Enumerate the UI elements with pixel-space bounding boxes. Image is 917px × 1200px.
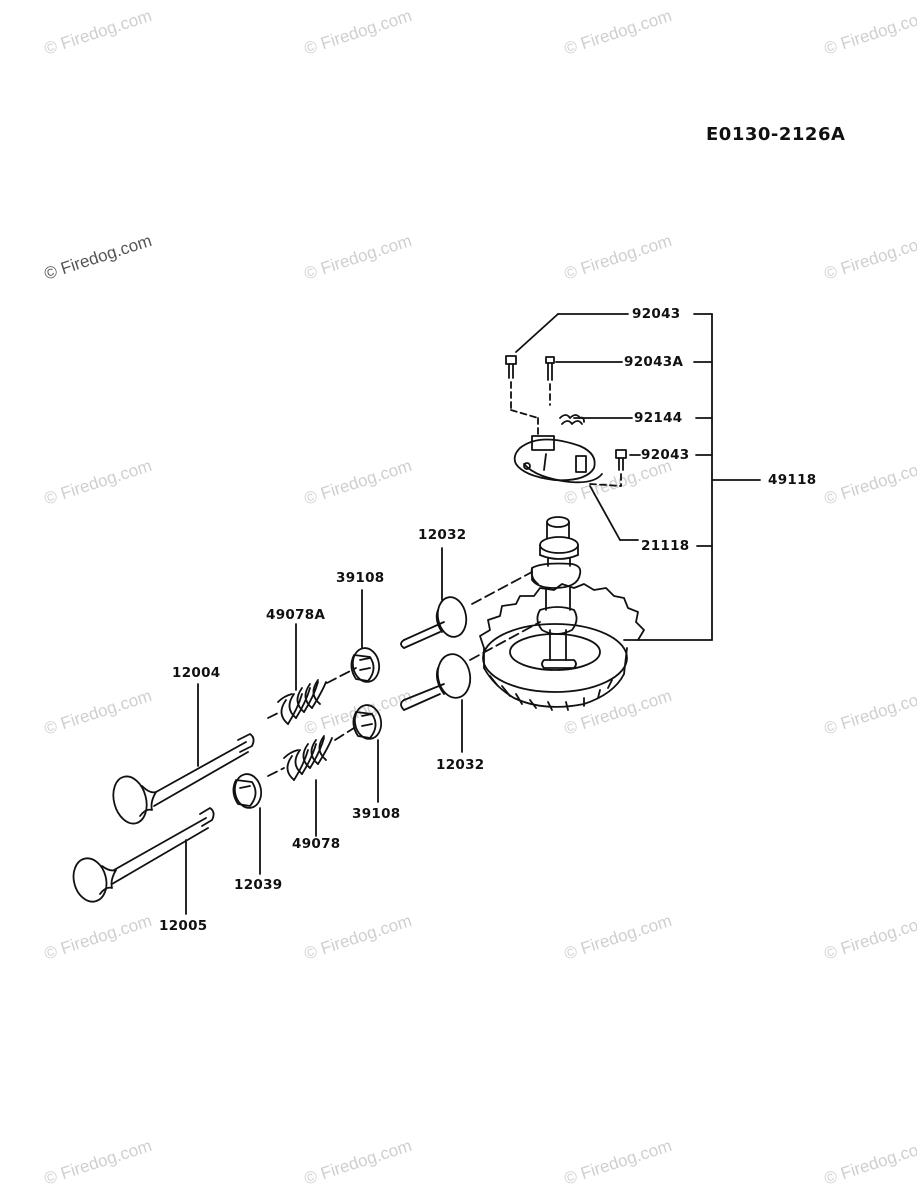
centerlines [267, 571, 541, 777]
valve-12004 [112, 733, 255, 825]
tappet-12032-bottom [400, 653, 472, 711]
part-label-21118: 21118 [641, 538, 690, 554]
valve-spring-49078A [277, 679, 327, 725]
retainer-39108-top [350, 647, 381, 683]
cam-gear [479, 583, 645, 711]
bolt-92043-mid [615, 449, 627, 471]
part-label-12039: 12039 [234, 877, 283, 893]
part-label-49078: 49078 [292, 836, 341, 852]
tappet-12032-top [400, 596, 468, 649]
part-label-92144: 92144 [634, 410, 683, 426]
part-label-12004: 12004 [172, 665, 221, 681]
part-label-12005: 12005 [159, 918, 208, 934]
leader-lines-left [185, 547, 463, 915]
part-label-12032: 12032 [418, 527, 467, 543]
retainer-39108-bottom [352, 704, 383, 740]
part-label-92043: 92043 [632, 306, 681, 322]
decompression-plate [513, 435, 603, 484]
part-label-92043: 92043 [641, 447, 690, 463]
part-label-49078A: 49078A [266, 607, 326, 623]
valve-12005 [72, 807, 215, 903]
part-label-92043A: 92043A [624, 354, 684, 370]
spring-92144 [559, 414, 585, 425]
diagram-reference-code: E0130-2126A [706, 124, 846, 145]
valve-spring-49078 [283, 735, 333, 781]
leader-lines-right [515, 313, 761, 641]
part-label-12032: 12032 [436, 757, 485, 773]
part-label-49118: 49118 [768, 472, 817, 488]
part-label-39108: 39108 [336, 570, 385, 586]
camshaft [530, 516, 582, 669]
bolt-92043A [545, 356, 555, 381]
part-label-39108: 39108 [352, 806, 401, 822]
bolt-92043-top [505, 355, 517, 379]
retainer-12039 [232, 773, 263, 809]
